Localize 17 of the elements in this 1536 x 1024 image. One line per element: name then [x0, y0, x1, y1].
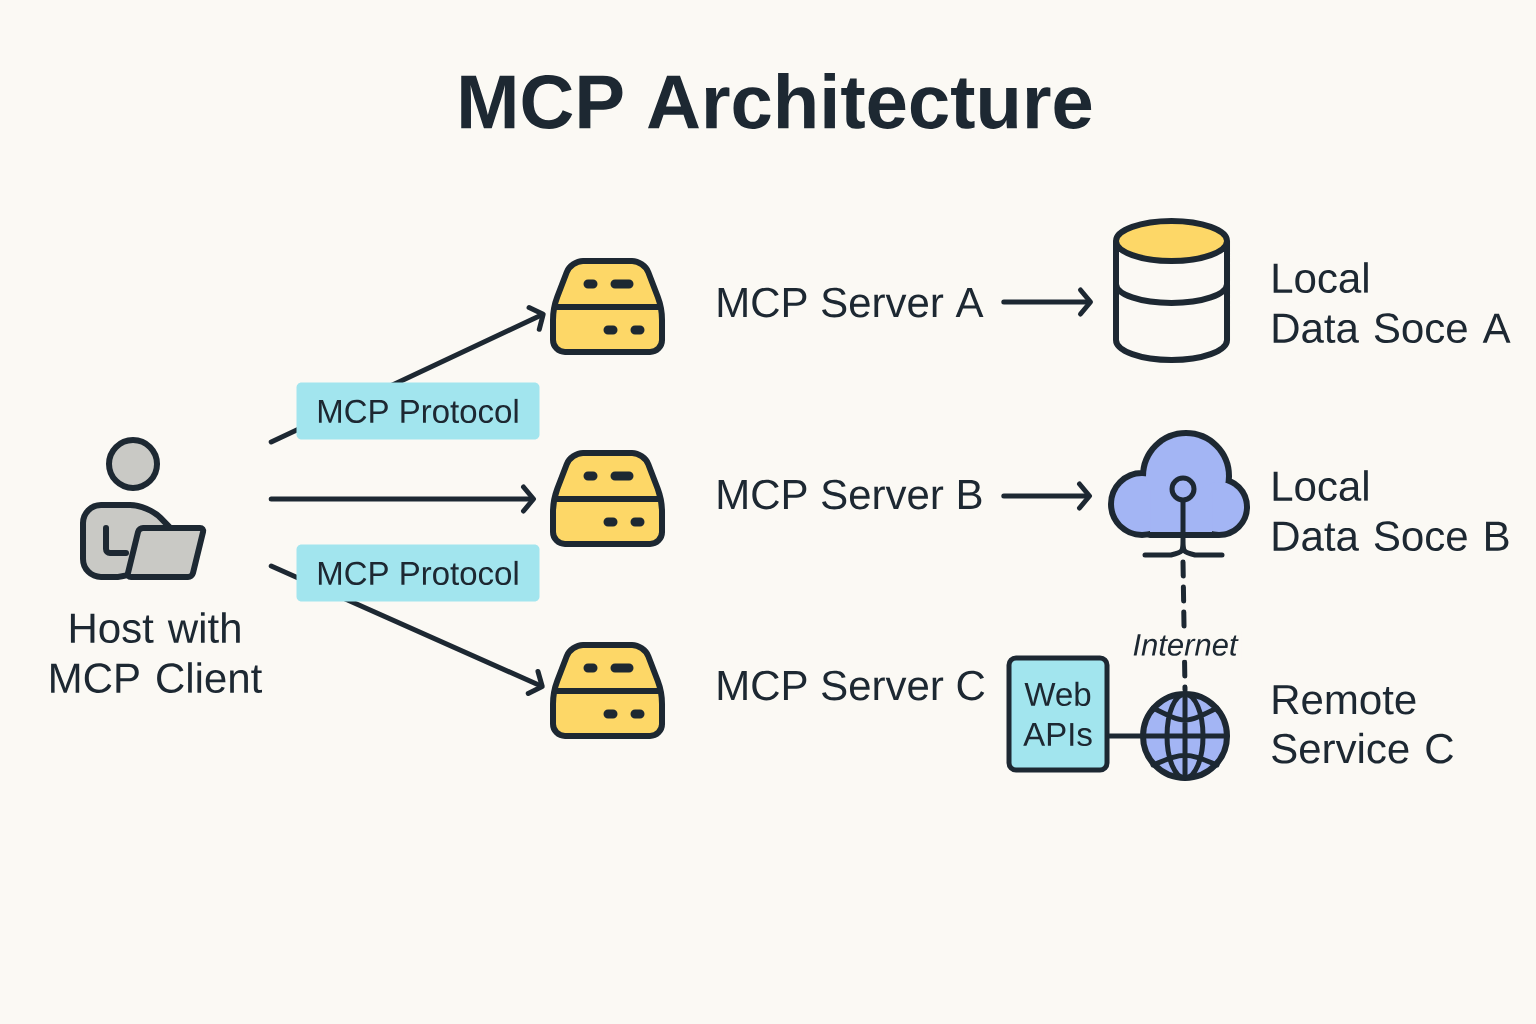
- arrow: [268, 484, 536, 514]
- service-label: Remote Service C: [1272, 685, 1453, 764]
- edge-label: Internet: [1128, 630, 1242, 660]
- connector-line: [1107, 733, 1144, 739]
- server-label: MCP Server A: [718, 287, 984, 318]
- edge-label: MCP Protocol: [296, 544, 540, 602]
- server-label: MCP Server B: [718, 479, 982, 510]
- title: MCP Architecture: [461, 73, 1092, 129]
- server-label: MCP Server C: [718, 670, 985, 701]
- edge-label: MCP Protocol: [296, 382, 540, 440]
- host-label: Host with MCP Client: [51, 612, 262, 694]
- data-source-label: Local Data Soce B: [1273, 470, 1509, 552]
- arrow: [1001, 481, 1092, 511]
- dashed-line: [1180, 559, 1188, 693]
- data-source-label: Local Data Soce A: [1273, 262, 1511, 344]
- api-box: Web APIs: [1006, 655, 1110, 773]
- arrow: [1001, 287, 1093, 317]
